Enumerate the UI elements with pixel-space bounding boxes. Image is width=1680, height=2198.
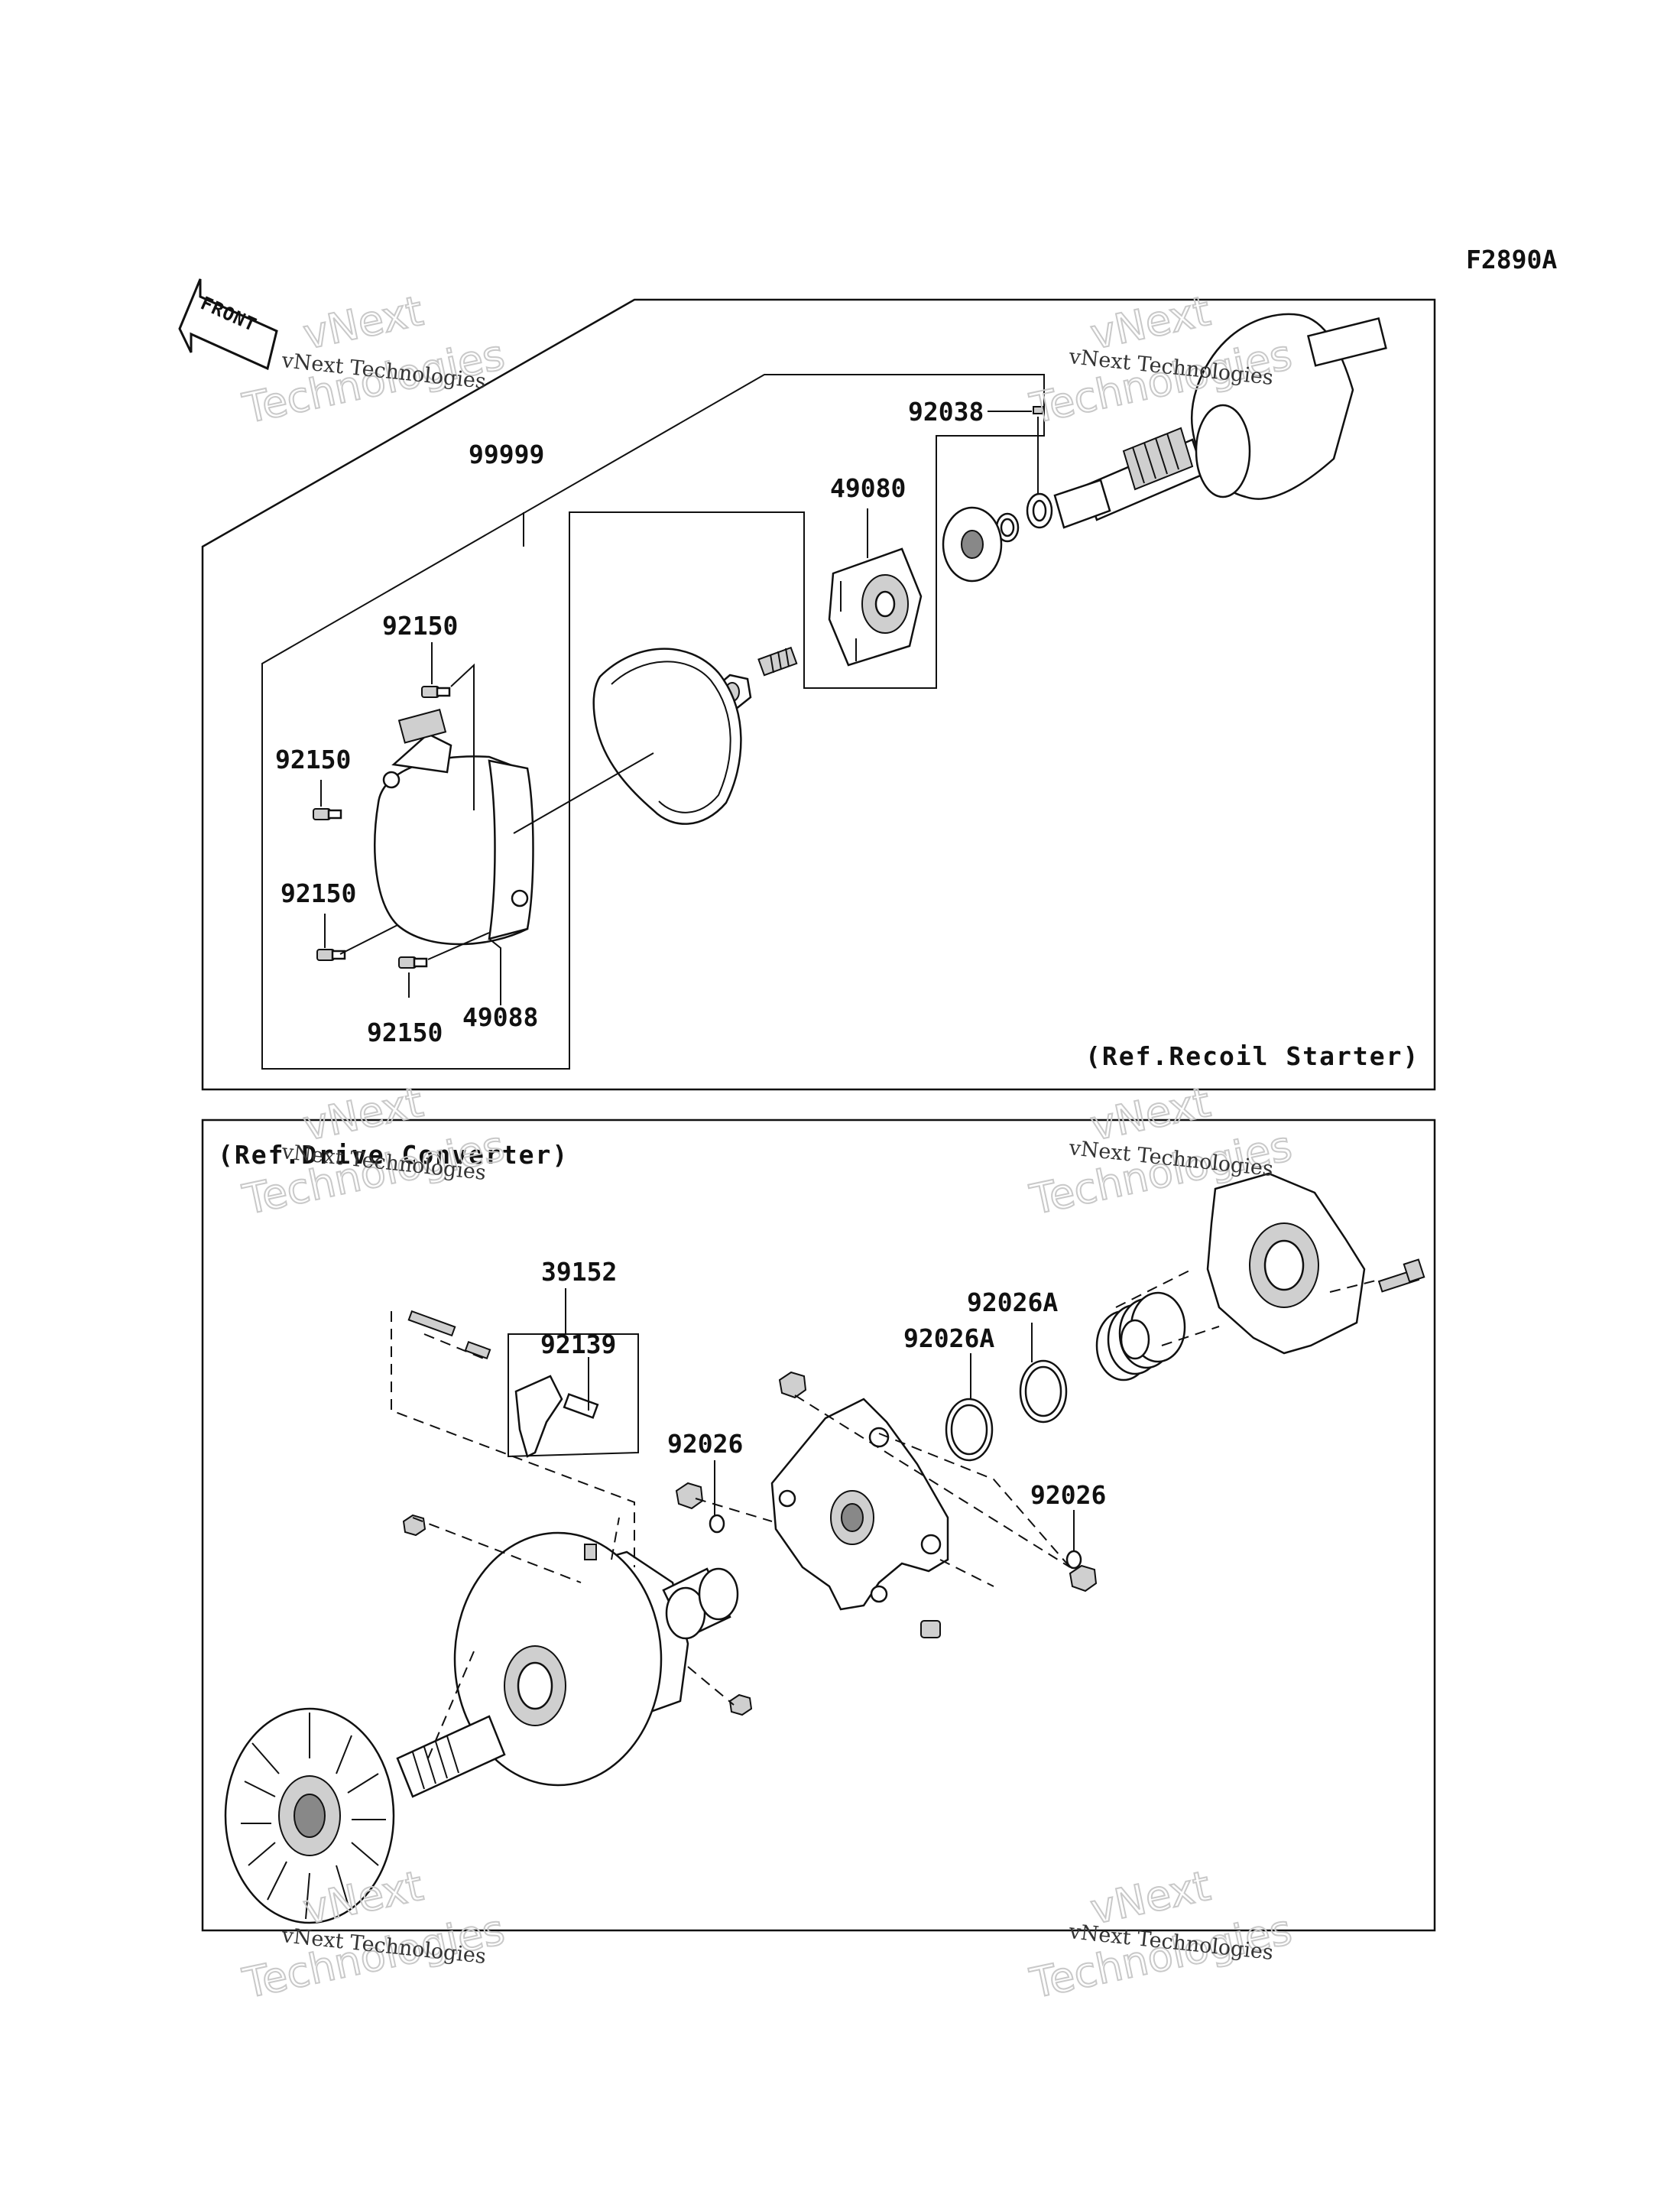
assembly-99999-outline	[261, 374, 1045, 1070]
bolt-92150-lower-icon	[316, 949, 346, 961]
crankshaft-icon	[1053, 313, 1387, 529]
weight-arm-icon	[407, 1310, 599, 1458]
callout-92026-right: 92026	[1030, 1480, 1106, 1510]
o-ring-92026-left-icon	[709, 1514, 725, 1534]
drive-panel-frame	[201, 1118, 1436, 1932]
spider-hub-icon	[770, 1398, 949, 1611]
callout-92038: 92038	[908, 397, 984, 427]
front-arrow-icon: FRONT	[178, 278, 278, 371]
bolt-92150-bottom-icon	[398, 956, 428, 969]
o-ring-92026-right-icon	[1065, 1550, 1082, 1570]
ref-recoil-starter: (Ref.Recoil Starter)	[1085, 1041, 1419, 1071]
collar-ring-icon	[942, 492, 1053, 583]
callout-49088: 49088	[462, 1002, 538, 1032]
key-92038-icon	[1033, 406, 1043, 414]
figure-code: F2890A	[1466, 245, 1557, 274]
callout-92150-left: 92150	[275, 745, 351, 774]
bolt-92150-top-icon	[421, 686, 451, 698]
ref-drive-converter: (Ref.Drive Converter)	[218, 1140, 569, 1170]
bolt-92150-left-icon	[313, 808, 342, 820]
callout-49080: 49080	[830, 473, 906, 503]
recoil-starter-housing-icon	[374, 709, 534, 946]
cover-plate-icon	[1206, 1172, 1366, 1355]
fixed-sheave-icon	[224, 1707, 506, 1924]
callout-92026a-upper: 92026A	[967, 1287, 1058, 1317]
watermarks: vNext Technologies vNext Technologies vN…	[238, 286, 1296, 2008]
o-ring-92026a-upper-icon	[1019, 1359, 1068, 1424]
assembly-92139-outline	[508, 1333, 639, 1458]
gasket-icon	[592, 648, 742, 825]
callout-92150-top: 92150	[382, 611, 458, 641]
svg-text:vNext: vNext	[299, 287, 426, 359]
callout-39152: 39152	[541, 1257, 617, 1287]
callout-92150-bottom: 92150	[367, 1018, 443, 1047]
recoil-starter-panel: 99999 92038 49080 92150 92150 92150 9215…	[201, 298, 1436, 1091]
drive-converter-panel: (Ref.Drive Converter)	[201, 1118, 1436, 1932]
recoil-panel-frame	[201, 298, 1436, 1091]
pulley-49080-icon	[828, 547, 923, 667]
callout-92139: 92139	[540, 1330, 616, 1359]
spring-icon	[1095, 1291, 1186, 1381]
callout-99999: 99999	[469, 440, 544, 469]
callout-92026a-lower: 92026A	[903, 1323, 994, 1353]
callout-92026-left: 92026	[667, 1429, 743, 1459]
callout-92150-lower: 92150	[281, 878, 356, 908]
o-ring-92026a-lower-icon	[945, 1398, 994, 1462]
bolt-right-icon	[1377, 1258, 1425, 1293]
bushing-icon	[662, 1567, 739, 1640]
